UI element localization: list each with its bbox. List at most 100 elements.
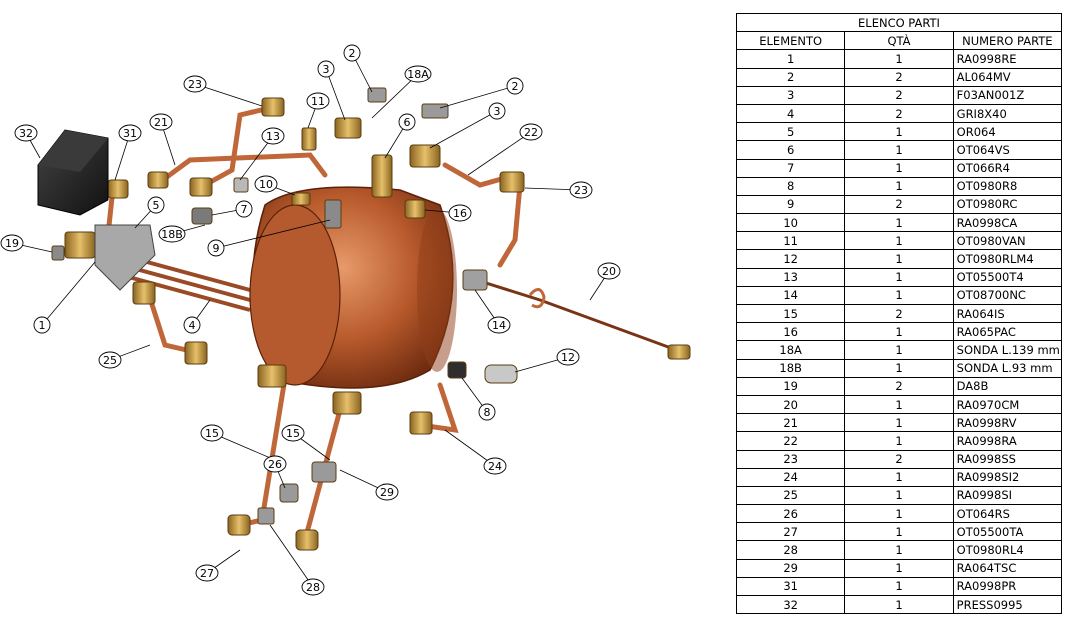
balloon-circle [569,181,593,199]
balloon-label: 29 [380,486,394,499]
leader-line [41,261,96,326]
balloon-circle [149,113,173,131]
balloon-18B: 18B [158,225,186,243]
element-cell: 28 [735,540,846,560]
balloon-circle [0,234,24,252]
balloon-8: 8 [478,403,496,421]
part-number-cell: OR064 [952,122,1063,142]
balloon-7: 7 [235,200,253,218]
balloon-18A: 18A [404,65,432,83]
element-cell: 15 [735,303,846,324]
part-number-cell: RA0970CM [952,394,1063,415]
balloon-circle [200,424,224,442]
fitting-31 [107,179,129,199]
quantity-cell: 1 [844,176,954,196]
balloon-label: 2 [349,47,356,60]
fitting-6 [371,154,393,198]
balloon-16: 16 [448,204,472,222]
leader-line [211,432,276,461]
part-number-cell: OT05500TA [952,522,1063,542]
part-number-cell: SONDA L.93 mm [952,358,1063,378]
balloon-3: 3 [317,60,335,78]
balloon-label: 9 [213,242,220,255]
gasket-5 [94,224,156,291]
element-cell: 3 [735,85,846,105]
balloon-circle [478,403,496,421]
fitting-23-left [261,97,285,117]
balloon-circle [195,564,219,582]
quantity-cell: 1 [844,576,954,597]
balloon-31: 31 [118,124,142,142]
leader-line [444,429,496,467]
quantity-cell: 2 [844,85,954,105]
balloon-label: 5 [153,199,160,212]
pipe-23-left [202,105,273,188]
part-number-cell: RA0998RV [952,413,1063,433]
balloon-6: 6 [398,113,416,131]
pressure-switch-32 [37,129,109,216]
balloon-label: 1 [39,319,46,332]
balloon-circle [317,60,335,78]
leader-line [429,110,498,149]
balloon-4: 4 [183,316,201,334]
balloon-32: 32 [14,124,38,142]
balloon-label: 23 [574,184,588,197]
part-number-cell: RA064IS [952,303,1063,324]
balloon-5: 5 [147,196,165,214]
balloon-21: 21 [149,113,173,131]
part-number-cell: OT064RS [952,504,1063,524]
element-cell: 25 [735,485,846,506]
fitting-14 [462,269,488,291]
balloon-10: 10 [254,175,278,193]
balloon-label: 16 [453,207,467,220]
element-cell: 5 [735,122,846,142]
quantity-cell: 1 [844,358,954,378]
element-cell: 32 [735,594,846,615]
fitting-3-right [409,144,441,168]
quantity-cell: 2 [844,103,954,124]
quantity-cell: 1 [844,213,954,233]
element-cell: 9 [735,194,846,215]
element-cell: 2 [735,67,846,87]
leader-line [215,219,331,249]
column-header-part-number: NUMERO PARTE [952,31,1063,51]
quantity-cell: 1 [844,413,954,433]
balloon-9: 9 [207,239,225,257]
quantity-cell: 1 [844,467,954,487]
balloon-label: 13 [266,130,280,143]
fitting-15-left [257,364,287,388]
balloon-label: 19 [5,237,19,250]
balloon-26: 26 [263,455,287,473]
balloon-label: 24 [488,460,502,473]
fitting-3-left [334,117,362,139]
element-cell: 4 [735,103,846,124]
balloon-circle [597,262,621,280]
balloon-label: 27 [200,567,214,580]
fitting-7 [191,207,213,225]
balloon-11: 11 [306,92,330,110]
element-cell: 21 [735,413,846,433]
balloon-28: 28 [301,578,325,596]
balloon-circle [343,44,361,62]
balloon-circle [235,200,253,218]
part-number-cell: DA8B [952,376,1063,396]
